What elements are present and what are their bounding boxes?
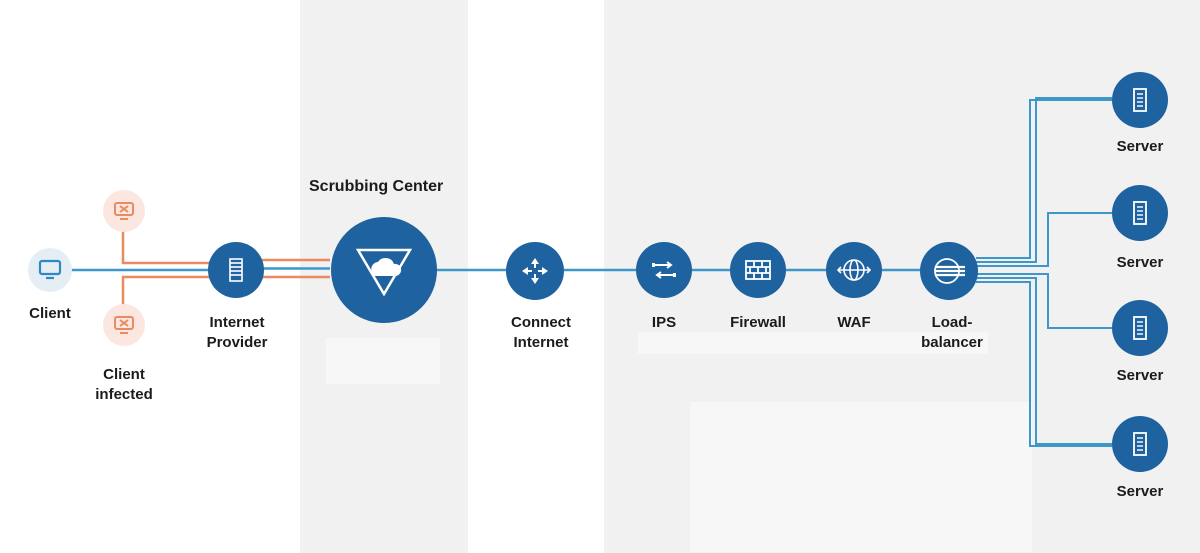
waf-label: WAF <box>837 314 871 331</box>
client-label: Client <box>29 305 71 322</box>
faded-panel <box>638 332 988 354</box>
firewall-node <box>730 242 786 298</box>
server-rack-icon <box>229 258 243 282</box>
internet-provider-label: Internet Provider <box>206 314 268 351</box>
waf-globe-icon <box>837 259 871 281</box>
faded-panel <box>690 402 1032 552</box>
server-icon <box>1133 432 1147 456</box>
server-label-2: Server <box>1116 254 1164 271</box>
server-node-1 <box>1112 72 1168 128</box>
server-node-4 <box>1112 416 1168 472</box>
infected-monitor-icon <box>114 316 134 334</box>
load-balancer-node <box>920 242 978 300</box>
connect-internet-node <box>506 242 564 300</box>
client-node <box>28 248 72 292</box>
infected-client-node-top <box>103 190 145 232</box>
ips-node <box>636 242 692 298</box>
ips-arrows-icon <box>652 261 676 279</box>
scrubbing-center-node <box>331 217 437 323</box>
connect-internet-label: Connect Internet <box>511 314 571 351</box>
server-icon <box>1133 88 1147 112</box>
server-icon <box>1133 201 1147 225</box>
scrubbing-center-title: Scrubbing Center <box>309 178 444 195</box>
server-label-4: Server <box>1116 483 1164 500</box>
server-node-3 <box>1112 300 1168 356</box>
brick-wall-icon <box>745 260 771 280</box>
server-fanout-lines <box>976 97 1112 447</box>
load-balancer-label: Load- balancer <box>921 314 983 351</box>
cloud-filter-icon <box>355 248 413 296</box>
faded-panel <box>326 338 440 384</box>
infected-client-node-bottom <box>103 304 145 346</box>
internet-provider-node <box>208 242 264 298</box>
router-arrows-icon <box>522 258 548 284</box>
main-traffic-line <box>70 267 922 272</box>
server-label-1: Server <box>1116 138 1164 155</box>
client-infected-label: Client infected <box>95 366 153 403</box>
load-balancer-icon <box>934 258 965 284</box>
server-node-2 <box>1112 185 1168 241</box>
firewall-label: Firewall <box>730 314 786 331</box>
monitor-icon <box>38 259 62 280</box>
server-icon <box>1133 316 1147 340</box>
ips-label: IPS <box>651 314 677 331</box>
infected-traffic-lines <box>121 228 330 308</box>
server-label-3: Server <box>1116 367 1164 384</box>
infected-monitor-icon <box>114 202 134 220</box>
waf-node <box>826 242 882 298</box>
